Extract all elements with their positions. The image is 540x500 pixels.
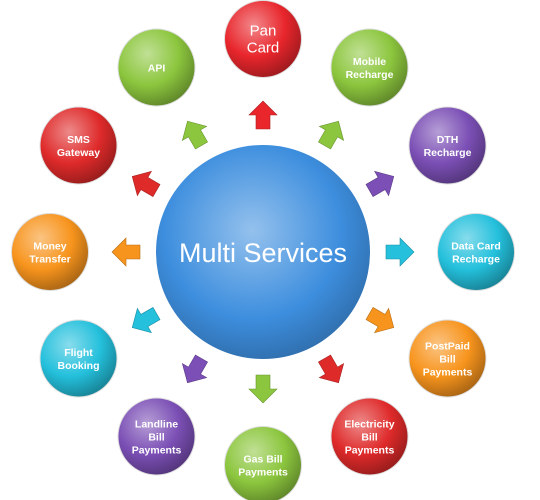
mobile-recharge-circle (331, 29, 408, 106)
dth-recharge-label-line: Recharge (424, 147, 472, 159)
data-card-recharge-label-line: Data Card (451, 241, 501, 253)
flight-booking-arrow (131, 307, 161, 334)
postpaid-bill-payments-label-line: Bill (439, 354, 455, 366)
postpaid-bill-payments-circle (409, 320, 486, 397)
landline-bill-payments-label-line: Bill (148, 432, 164, 444)
api-node: API (117, 28, 196, 107)
money-transfer-label-line: Transfer (29, 254, 70, 266)
flight-booking-label-line: Booking (58, 360, 100, 372)
pan-card-label-line: Pan (250, 23, 277, 40)
pan-card-arrow (248, 100, 278, 130)
electricity-bill-payments-label-line: Electricity (344, 419, 394, 431)
electricity-bill-payments-label-line: Bill (361, 432, 377, 444)
dth-recharge-circle (409, 107, 486, 184)
gas-bill-payments-label-line: Payments (238, 467, 288, 479)
money-transfer-arrow (111, 237, 141, 267)
mobile-recharge-label-line: Recharge (346, 69, 394, 81)
electricity-bill-payments-circle (331, 398, 408, 475)
pan-card-label-line: Card (247, 40, 280, 57)
gas-bill-payments-label-line: Gas Bill (243, 454, 282, 466)
data-card-recharge-label-line: Recharge (452, 254, 500, 266)
dth-recharge-arrow (365, 170, 395, 197)
center-circle (156, 145, 370, 359)
gas-bill-payments-circle (225, 427, 301, 500)
api-label-line: API (148, 63, 166, 75)
dth-recharge-label-line: DTH (437, 134, 459, 146)
flight-booking-circle (40, 320, 117, 397)
center-hub: Multi Services (156, 145, 370, 359)
sms-gateway-circle (40, 107, 117, 184)
postpaid-bill-payments-label-line: PostPaid (425, 341, 470, 353)
postpaid-bill-payments-label-line: Payments (423, 367, 473, 379)
electricity-bill-payments-label-line: Payments (345, 445, 395, 457)
landline-bill-payments-label-line: Landline (135, 419, 178, 431)
data-card-recharge-arrow (385, 237, 415, 267)
sms-gateway-arrow (131, 170, 161, 197)
flight-booking-label-line: Flight (64, 347, 93, 359)
landline-bill-payments-arrow (181, 354, 208, 384)
money-transfer-circle (12, 214, 88, 290)
pan-card-circle (225, 1, 301, 77)
center-label: Multi Services (179, 238, 347, 268)
api-arrow (181, 120, 208, 150)
gas-bill-payments-arrow (248, 374, 278, 404)
sms-gateway-label-line: Gateway (57, 147, 100, 159)
data-card-recharge-circle (438, 214, 514, 290)
landline-bill-payments-label-line: Payments (132, 445, 182, 457)
connector-arrows (111, 100, 415, 404)
sms-gateway-label-line: SMS (67, 134, 90, 146)
api-circle (118, 29, 195, 106)
mobile-recharge-label-line: Mobile (353, 56, 386, 68)
mobile-recharge-arrow (318, 120, 345, 150)
money-transfer-label-line: Money (33, 241, 66, 253)
landline-bill-payments-circle (118, 398, 195, 475)
electricity-bill-payments-arrow (318, 354, 345, 384)
postpaid-bill-payments-arrow (365, 307, 395, 334)
